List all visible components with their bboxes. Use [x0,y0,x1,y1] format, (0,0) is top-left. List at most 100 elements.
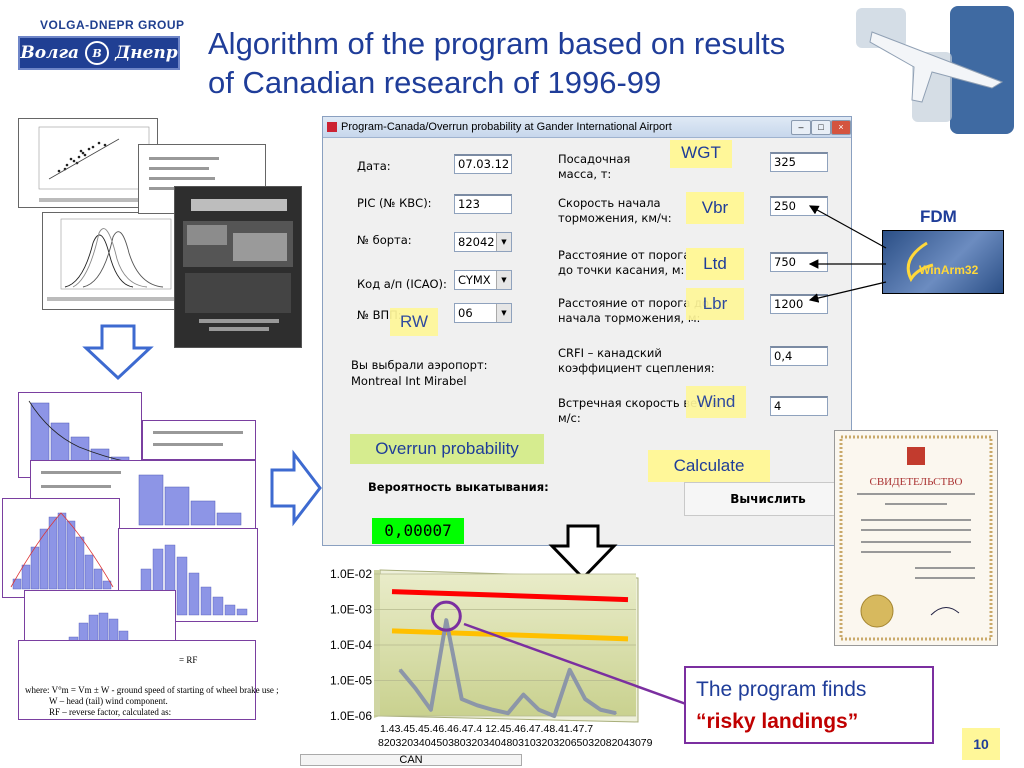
crfi-label: CRFI – канадский коэффициент сцепления: [558,346,715,376]
touch-label-line2: до точки касания, м: [558,263,685,277]
chevron-down-icon[interactable]: ▼ [496,233,511,251]
formula-thumbnail-1 [142,420,256,460]
crfi-label-line1: CRFI – канадский [558,346,662,360]
formula-thumbnail-2: = RF where: V°m = Vm ± W - ground speed … [18,640,279,720]
icao-label: Код а/п (ICAO): [357,277,447,291]
wind-label-line1: Встречная скорость ветра, [558,396,722,410]
chart-down-arrow-icon [548,524,618,581]
window-title: Program-Canada/Overrun probability at Ga… [341,121,672,133]
chevron-down-icon[interactable]: ▼ [496,304,511,322]
company-logo: Волга В Днепр [18,36,180,70]
logo-group-name: VOLGA-DNEPR GROUP [40,18,185,32]
winarm-swoosh-icon [906,241,934,283]
selected-airport-value: Montreal Int Mirabel [351,374,467,388]
horizontal-scrollbar[interactable]: CAN [300,754,522,766]
down-arrow-icon [82,324,154,381]
maximize-button[interactable]: □ [811,120,831,135]
series-point [522,693,525,696]
brake-label-line1: Расстояние от порога до [558,296,710,310]
series-point [414,687,417,690]
brake-label-line2: начала торможения, м: [558,311,701,325]
runway-value: 06 [458,306,473,320]
winarm-logo: WinArm32 [882,230,1004,294]
runway-dropdown[interactable]: 06 ▼ [454,303,512,323]
airplane-image [856,6,1014,134]
lbr-callout: Lbr [686,288,744,320]
series-point [615,712,617,714]
finds-pointer [463,622,687,706]
window-title-bar: Program-Canada/Overrun probability at Ga… [323,117,851,138]
y-tick-label: 1.0E-02 [330,567,372,581]
crfi-label-line2: коэффициент сцепления: [558,361,715,375]
series-point [599,708,602,711]
logo-emblem-icon: В [85,41,110,65]
series-point [445,619,448,621]
series-point [476,704,478,707]
probability-result: 0,00007 [372,518,464,544]
touch-label-line1: Расстояние от порога [558,248,691,262]
touch-label: Расстояние от порога до точки касания, м… [558,248,690,278]
formula-where-line2: W – head (tail) wind component. [49,696,168,706]
wgt-callout: WGT [670,140,732,168]
date-field[interactable]: 07.03.12 [454,154,512,174]
formula-rf: = RF [179,655,198,665]
series-point [553,715,556,717]
risk-chart: 1.0E-021.0E-031.0E-041.0E-051.0E-06 1.43… [330,567,653,749]
board-dropdown[interactable]: 82042 ▼ [454,232,512,252]
minimize-button[interactable]: – [791,120,811,135]
y-tick-label: 1.0E-04 [330,638,372,652]
series-point [584,698,586,700]
close-button[interactable]: × [831,120,851,135]
threshold-line-2 [391,628,629,642]
fdm-arrows [808,205,887,303]
scrollbar-label: CAN [399,754,423,766]
chart-side-wall [374,570,380,718]
speed-label: Скорость начала торможения, км/ч: [558,196,672,226]
icao-dropdown[interactable]: CYMX ▼ [454,270,512,290]
slide-title-line1: Algorithm of the program based on result… [208,26,786,61]
overrun-callout: Overrun probability [350,434,544,464]
icao-value: CYMX [458,273,491,287]
series-point [460,698,463,700]
chevron-down-icon[interactable]: ▼ [496,271,511,289]
board-value: 82042 [458,235,495,249]
ltd-callout: Ltd [686,248,744,280]
svg-text:СВИДЕТЕЛЬСТВО: СВИДЕТЕЛЬСТВО [870,476,963,488]
series-point [538,708,540,711]
pic-label: PIC (№ КВС): [357,196,432,210]
wind-callout: Wind [686,386,746,418]
mass-label-line2: масса, т: [558,167,612,181]
fdm-label: FDM [920,207,957,226]
brake-label: Расстояние от порога до начала торможени… [558,296,709,326]
y-tick-label: 1.0E-06 [330,709,372,723]
rw-callout: RW [390,308,438,336]
mass-field[interactable]: 325 [770,152,828,172]
series-point [430,708,432,711]
wind-field[interactable]: 4 [770,396,828,416]
y-tick-label: 1.0E-03 [330,603,372,617]
mass-label: Посадочная масса, т: [558,152,630,182]
x-tick-labels-row2: 8203203404503803203404803103203206503208… [378,737,653,749]
series-point [568,669,571,671]
logo-name-left: Волга [20,43,80,63]
vbr-callout: Vbr [686,192,744,224]
series-point [399,669,401,671]
speed-label-line2: торможения, км/ч: [558,211,672,225]
pic-field[interactable]: 123 [454,194,512,214]
formula-where-line1: where: V°m = Vm ± W - ground speed of st… [25,685,279,695]
wind-label-line2: м/с: [558,411,581,425]
selected-airport-label: Вы выбрали аэропорт: [351,358,488,372]
right-arrow-icon [270,449,322,527]
series-point [491,708,494,711]
slide-title: Algorithm of the program based on result… [208,24,848,102]
distribution-thumbnail [42,212,182,310]
crfi-field[interactable]: 0,4 [770,346,828,366]
winarm-name: WinArm32 [919,263,979,277]
calculate-callout: Calculate [648,450,770,482]
logo-name-right: Днепр [115,43,178,63]
series-point [507,712,509,714]
speed-label-line1: Скорость начала [558,196,661,210]
scatter-thumbnail [18,118,158,208]
y-tick-label: 1.0E-05 [330,674,372,688]
calculate-button[interactable]: Вычислить [684,482,852,516]
